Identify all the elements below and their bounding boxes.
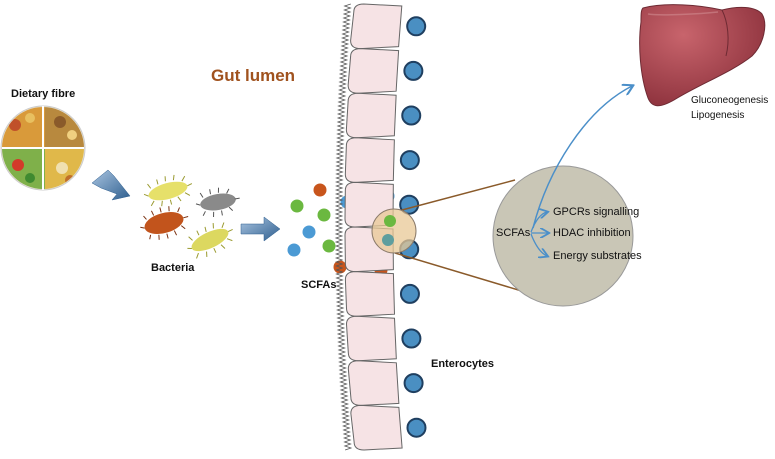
zoom-detail xyxy=(371,86,634,307)
microvilli-border xyxy=(334,3,353,451)
zoom-arrow-gpcr xyxy=(530,212,547,233)
zoom-circle xyxy=(492,165,634,307)
bacteria-group xyxy=(140,174,240,259)
dietary-fibre-label: Dietary fibre xyxy=(11,88,76,100)
enterocyte-cell xyxy=(345,92,397,139)
bacteria-label: Bacteria xyxy=(151,262,195,274)
enterocyte-nucleus xyxy=(406,16,427,37)
enterocyte-nucleus xyxy=(399,150,420,171)
scfa-dot-blue xyxy=(302,225,316,239)
bacterium-grey xyxy=(195,187,240,218)
enterocyte-nucleus xyxy=(406,417,427,438)
liver-effect-lipogenesis: Lipogenesis xyxy=(691,110,745,121)
enterocyte-nucleus xyxy=(403,60,424,81)
zoom-dot-teal xyxy=(382,234,394,246)
effect-gpcr-label: GPCRs signalling xyxy=(553,206,640,218)
scfa-dot-green xyxy=(322,239,336,253)
bacterium-yellow-bottom xyxy=(187,222,233,259)
zoom-connector-bottom xyxy=(394,252,526,293)
fibre-to-bacteria-arrow xyxy=(91,169,131,201)
bacterium-yellow-top xyxy=(143,174,193,207)
enterocyte-cell xyxy=(347,48,400,94)
scfa-dot-blue xyxy=(287,243,301,257)
zoom-dot-green xyxy=(384,215,396,227)
enterocyte-cell xyxy=(347,360,400,406)
enterocyte-cell xyxy=(344,137,395,183)
enterocyte-nucleus xyxy=(401,105,422,126)
scfa-dot-green xyxy=(290,199,304,213)
enterocyte-cell xyxy=(350,404,403,451)
effect-hdac-label: HDAC inhibition xyxy=(553,227,631,239)
enterocytes-label: Enterocytes xyxy=(431,358,494,370)
scfas-lumen-label: SCFAs xyxy=(301,279,337,291)
enterocyte-cell xyxy=(350,3,403,50)
enterocyte-cell xyxy=(344,271,396,317)
enterocyte-nucleus xyxy=(403,373,424,394)
bacteria-to-scfas-arrow xyxy=(240,216,281,242)
bacterium-orange xyxy=(140,206,189,240)
liver-arrow xyxy=(532,86,632,229)
liver-effect-gluconeogenesis: Gluconeogenesis xyxy=(691,95,769,106)
enterocyte-cell xyxy=(345,315,397,362)
enterocyte-nucleus xyxy=(401,328,422,349)
liver xyxy=(639,4,766,107)
dietary-fibre-plate xyxy=(0,105,86,191)
effect-energy-label: Energy substrates xyxy=(553,250,642,262)
zoom-connector-top xyxy=(401,179,516,211)
zoom-arrow-energy xyxy=(530,233,547,256)
zoom-scfas-label: SCFAs xyxy=(496,227,531,239)
zoom-source-circle xyxy=(371,208,417,254)
enterocyte-nucleus xyxy=(399,283,420,304)
enterocyte-layer xyxy=(334,3,427,451)
scfa-dot-orange xyxy=(313,183,327,197)
gut-lumen-label: Gut lumen xyxy=(211,66,296,85)
scfa-dots xyxy=(287,173,395,277)
scfa-dot-green xyxy=(317,208,331,222)
